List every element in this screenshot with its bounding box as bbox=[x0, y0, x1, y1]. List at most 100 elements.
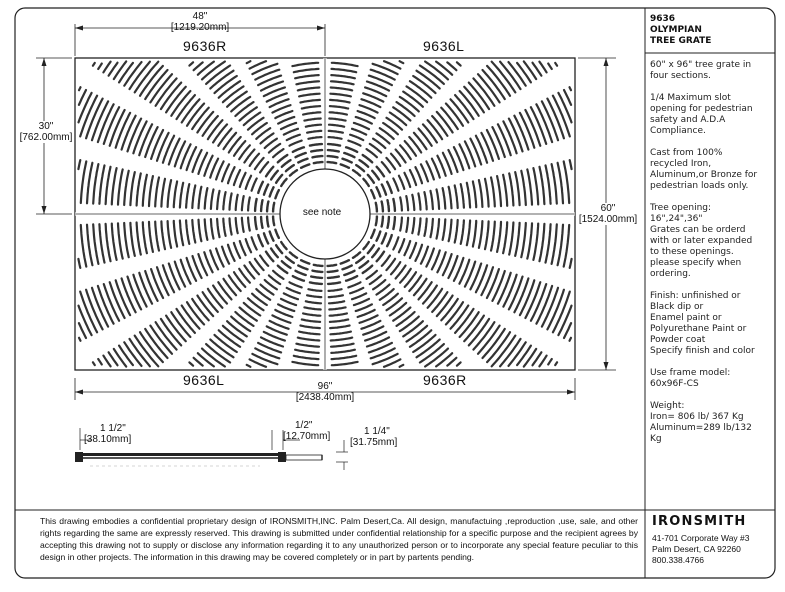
grate-slot bbox=[465, 181, 472, 209]
grate-slot bbox=[178, 181, 185, 209]
grate-slot bbox=[227, 274, 242, 293]
grate-slot bbox=[85, 223, 94, 267]
grate-slot bbox=[150, 268, 165, 300]
grate-slot bbox=[77, 88, 88, 106]
grate-slot bbox=[175, 307, 196, 334]
grate-slot bbox=[449, 98, 470, 124]
grate-slot bbox=[251, 62, 279, 76]
grate-slot bbox=[172, 180, 179, 209]
grate-slot bbox=[272, 148, 285, 159]
grate-slot bbox=[421, 284, 438, 305]
grate-slot bbox=[562, 160, 571, 205]
grate-slot bbox=[291, 360, 320, 367]
grate-slot bbox=[378, 288, 395, 301]
grate-slot bbox=[126, 275, 143, 311]
dimension-arrows bbox=[41, 25, 609, 395]
grate-slot bbox=[250, 177, 258, 192]
grate-slot bbox=[496, 175, 503, 208]
grate-slot bbox=[112, 60, 128, 81]
grate-slot bbox=[385, 233, 393, 248]
grate-slot bbox=[110, 167, 118, 206]
grate-slot bbox=[192, 356, 204, 367]
grate-slot bbox=[226, 320, 248, 338]
grate-slot bbox=[382, 60, 402, 70]
grate-slot bbox=[418, 64, 445, 85]
grate-slot bbox=[120, 277, 137, 314]
grate-slot bbox=[265, 200, 270, 213]
grate-slot bbox=[226, 243, 236, 262]
grate-slot bbox=[447, 185, 453, 210]
grate-slot bbox=[271, 215, 276, 227]
grate-slot bbox=[368, 142, 383, 154]
grate-slot bbox=[403, 140, 418, 157]
grate-slot bbox=[350, 292, 368, 301]
grate-slot bbox=[388, 301, 408, 317]
grate-slot bbox=[299, 259, 311, 265]
grate-slot bbox=[294, 269, 307, 277]
grate-slot bbox=[240, 216, 245, 233]
grate-slot bbox=[274, 228, 280, 240]
grate-slot bbox=[259, 283, 275, 296]
grate-slot bbox=[371, 247, 381, 259]
grate-slot bbox=[288, 281, 303, 289]
grate-slot bbox=[165, 314, 187, 343]
grate-slot bbox=[77, 322, 88, 340]
grate-slot bbox=[395, 310, 416, 327]
grate-slot bbox=[232, 241, 242, 260]
grate-slot bbox=[242, 301, 262, 317]
grate-slot bbox=[129, 171, 136, 207]
grate-slot bbox=[449, 304, 470, 330]
dim-left-mm: [762.00mm] bbox=[19, 132, 73, 143]
grate-slot bbox=[303, 117, 322, 122]
section-dim-b: 1/2" [12.70mm] bbox=[283, 420, 353, 442]
grate-slot bbox=[298, 92, 321, 98]
grate-slot bbox=[191, 254, 203, 280]
grate-slot bbox=[238, 106, 258, 122]
grate-slot bbox=[188, 361, 195, 367]
section-dimension-lines bbox=[79, 428, 348, 470]
grate-slot bbox=[481, 327, 506, 360]
grate-slot bbox=[203, 154, 214, 177]
grate-slot bbox=[386, 215, 391, 229]
grate-slot bbox=[279, 297, 298, 307]
grate-slot bbox=[392, 197, 397, 213]
grate-slot bbox=[264, 250, 275, 263]
grate-slot bbox=[222, 191, 227, 211]
grate-slot bbox=[326, 154, 339, 159]
grate-slot bbox=[265, 92, 288, 103]
grate-slot bbox=[85, 288, 104, 331]
grate-slot bbox=[185, 183, 191, 209]
grate-slot bbox=[502, 273, 518, 308]
grate-slot bbox=[138, 271, 154, 305]
grate-slot bbox=[467, 81, 491, 111]
grate-slot bbox=[370, 228, 376, 240]
grate-slot bbox=[104, 222, 112, 263]
grate-slot bbox=[327, 136, 343, 140]
dim-bottom-inch: 96" bbox=[317, 381, 333, 392]
grate-slot bbox=[259, 199, 264, 213]
grate-slot bbox=[326, 275, 340, 280]
grate-slot bbox=[554, 361, 559, 367]
grate-slot bbox=[382, 292, 399, 307]
grate-slot bbox=[375, 186, 382, 198]
grate-slot bbox=[180, 98, 201, 124]
grate-slot bbox=[254, 347, 281, 360]
grate-slot bbox=[96, 103, 115, 144]
grate-slot bbox=[167, 262, 181, 291]
grate-slot bbox=[366, 173, 376, 184]
grate-slot bbox=[298, 330, 321, 336]
grate-slot bbox=[408, 135, 423, 154]
grate-slot bbox=[280, 158, 292, 168]
dim-bottom-mm: [2438.40mm] bbox=[295, 392, 355, 403]
grate-slot bbox=[292, 67, 320, 74]
grate-slot bbox=[107, 61, 119, 77]
grate-slot bbox=[262, 183, 270, 196]
grate-slot bbox=[98, 223, 106, 264]
grate-slot bbox=[200, 60, 226, 81]
grate-slot bbox=[341, 264, 353, 271]
grate-slot bbox=[165, 85, 187, 114]
grate-slot bbox=[299, 163, 311, 169]
grate-slot bbox=[472, 321, 496, 351]
grate-slot bbox=[138, 331, 164, 364]
grate-slot bbox=[304, 123, 323, 128]
